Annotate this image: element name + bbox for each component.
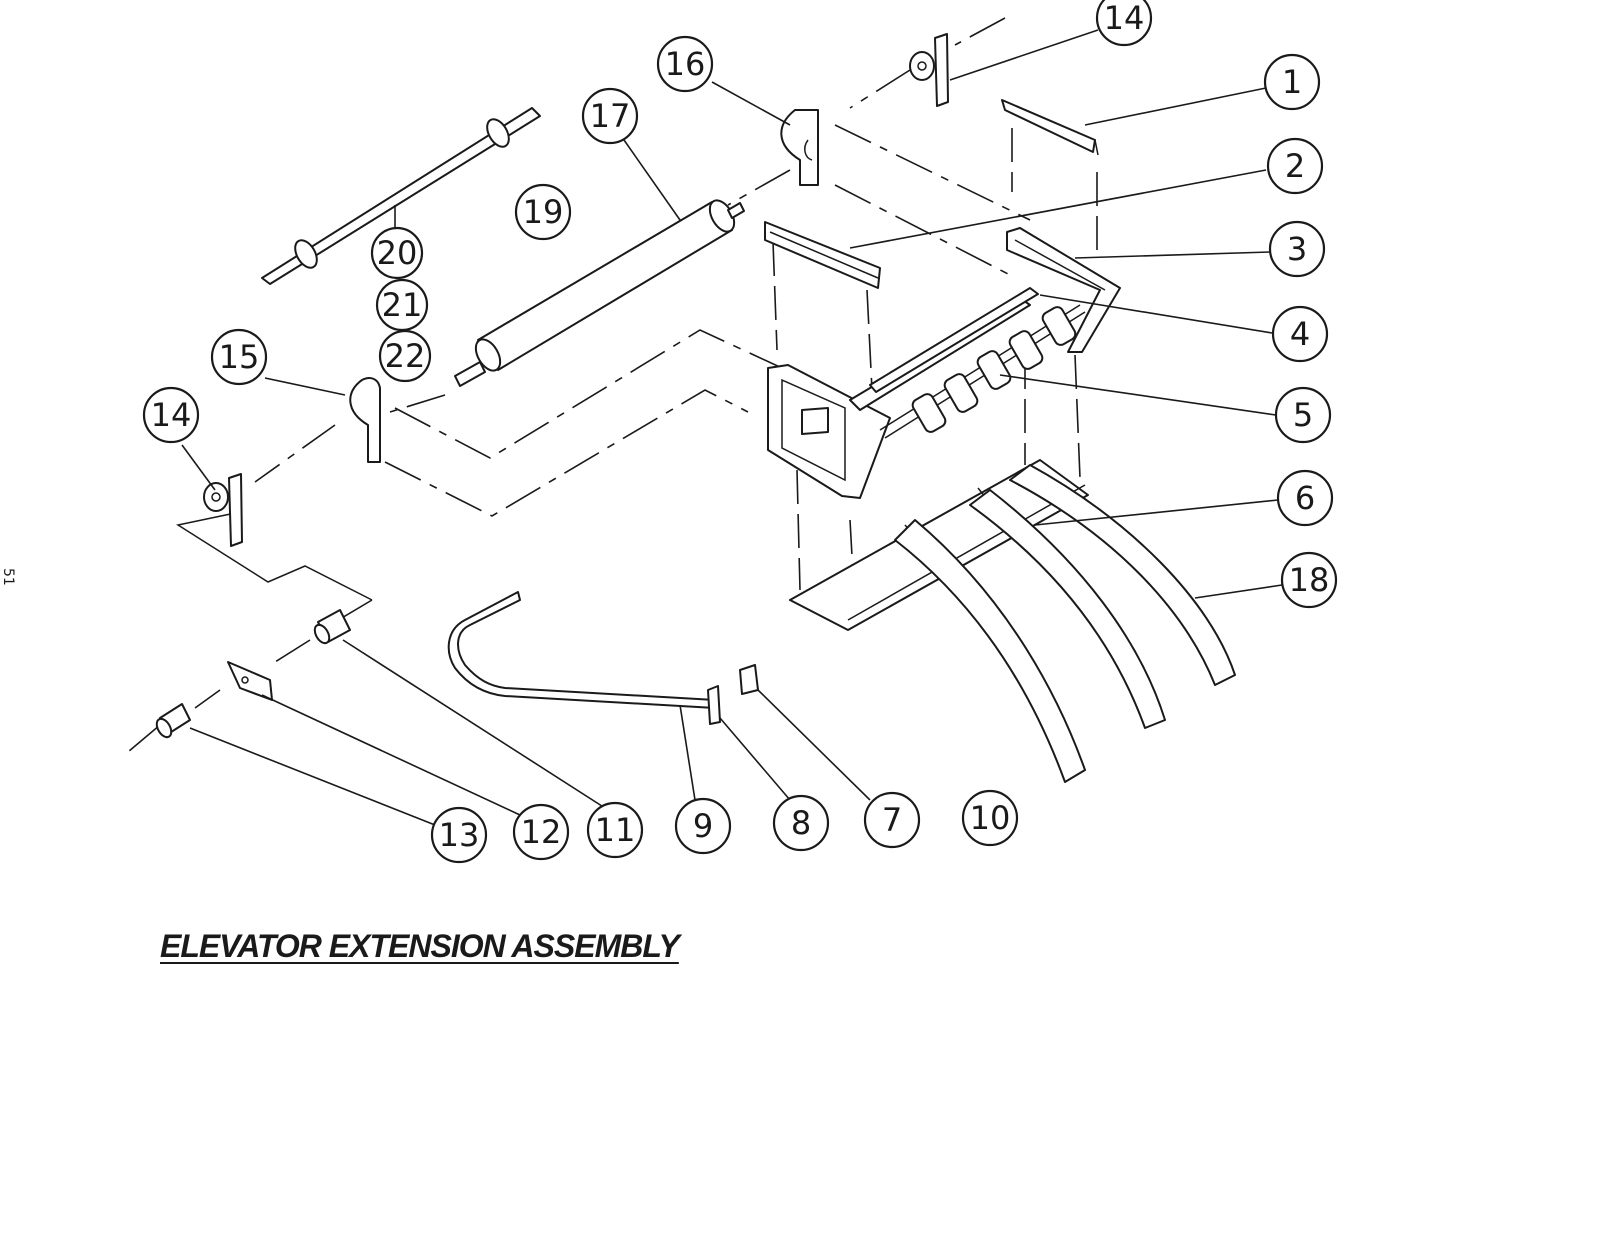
callout-22: 22 <box>378 329 432 383</box>
callout-3: 3 <box>1268 220 1326 278</box>
diagram-title: ELEVATOR EXTENSION ASSEMBLY <box>160 928 680 964</box>
callout-14: 14 <box>1095 0 1153 47</box>
bearing-14-left <box>203 473 243 547</box>
svg-text:13: 13 <box>439 816 480 854</box>
svg-text:11: 11 <box>595 811 636 849</box>
bearing-plate-15 <box>349 377 381 463</box>
page-number: 51 <box>0 568 16 586</box>
svg-text:22: 22 <box>385 337 426 375</box>
bent-rod-9 <box>447 591 716 709</box>
svg-text:1: 1 <box>1282 63 1302 101</box>
callout-13: 13 <box>430 806 488 864</box>
callout-1: 1 <box>1263 53 1321 111</box>
svg-text:4: 4 <box>1290 315 1310 353</box>
assembly-centerlines <box>127 17 1098 753</box>
angle-1 <box>1001 99 1099 156</box>
svg-text:5: 5 <box>1293 396 1313 434</box>
svg-text:20: 20 <box>377 234 418 272</box>
svg-text:21: 21 <box>382 286 423 324</box>
svg-text:15: 15 <box>219 338 260 376</box>
svg-text:9: 9 <box>693 807 713 845</box>
callout-11: 11 <box>586 801 644 859</box>
bearing-13 <box>155 703 191 739</box>
callout-2: 2 <box>1266 137 1324 195</box>
bushing-11 <box>313 609 351 645</box>
svg-text:12: 12 <box>521 813 562 851</box>
callout-19: 19 <box>514 183 572 241</box>
side-frame-3 <box>1006 227 1121 353</box>
callout-4: 4 <box>1271 305 1329 363</box>
svg-text:16: 16 <box>665 45 706 83</box>
callout-10: 10 <box>961 789 1019 847</box>
svg-text:3: 3 <box>1287 230 1307 268</box>
frame-assembly <box>767 287 1039 499</box>
svg-text:8: 8 <box>791 804 811 842</box>
callout-21: 21 <box>375 278 429 332</box>
callout-5: 5 <box>1274 386 1332 444</box>
curved-guides-18 <box>894 464 1236 783</box>
svg-text:17: 17 <box>590 97 631 135</box>
callout-17: 17 <box>581 87 639 145</box>
bracket-8 <box>707 685 721 725</box>
callout-9: 9 <box>674 797 732 855</box>
callout-18: 18 <box>1280 551 1338 609</box>
bearing-plate-16 <box>780 109 819 186</box>
roller <box>454 199 745 387</box>
svg-text:7: 7 <box>882 801 902 839</box>
roller-cluster-5 <box>879 304 1086 439</box>
svg-text:18: 18 <box>1289 561 1330 599</box>
svg-text:2: 2 <box>1285 147 1305 185</box>
leader-lines <box>181 29 1283 826</box>
callout-20: 20 <box>370 226 424 280</box>
callout-6: 6 <box>1276 469 1334 527</box>
svg-text:10: 10 <box>970 799 1011 837</box>
mount-plate-12 <box>227 661 273 701</box>
angle-2 <box>764 221 881 289</box>
svg-text:19: 19 <box>523 193 564 231</box>
svg-text:6: 6 <box>1295 479 1315 517</box>
callout-16: 16 <box>656 35 714 93</box>
callout-15: 15 <box>210 328 268 386</box>
svg-text:14: 14 <box>1104 0 1145 37</box>
callout-12: 12 <box>512 803 570 861</box>
svg-text:14: 14 <box>151 396 192 434</box>
bearing-14-top <box>909 33 949 107</box>
callout-7: 7 <box>863 791 921 849</box>
clip-7 <box>739 664 759 695</box>
callout-8: 8 <box>772 794 830 852</box>
callout-14-left: 14 <box>142 386 200 444</box>
shaft-assembly <box>261 107 541 285</box>
